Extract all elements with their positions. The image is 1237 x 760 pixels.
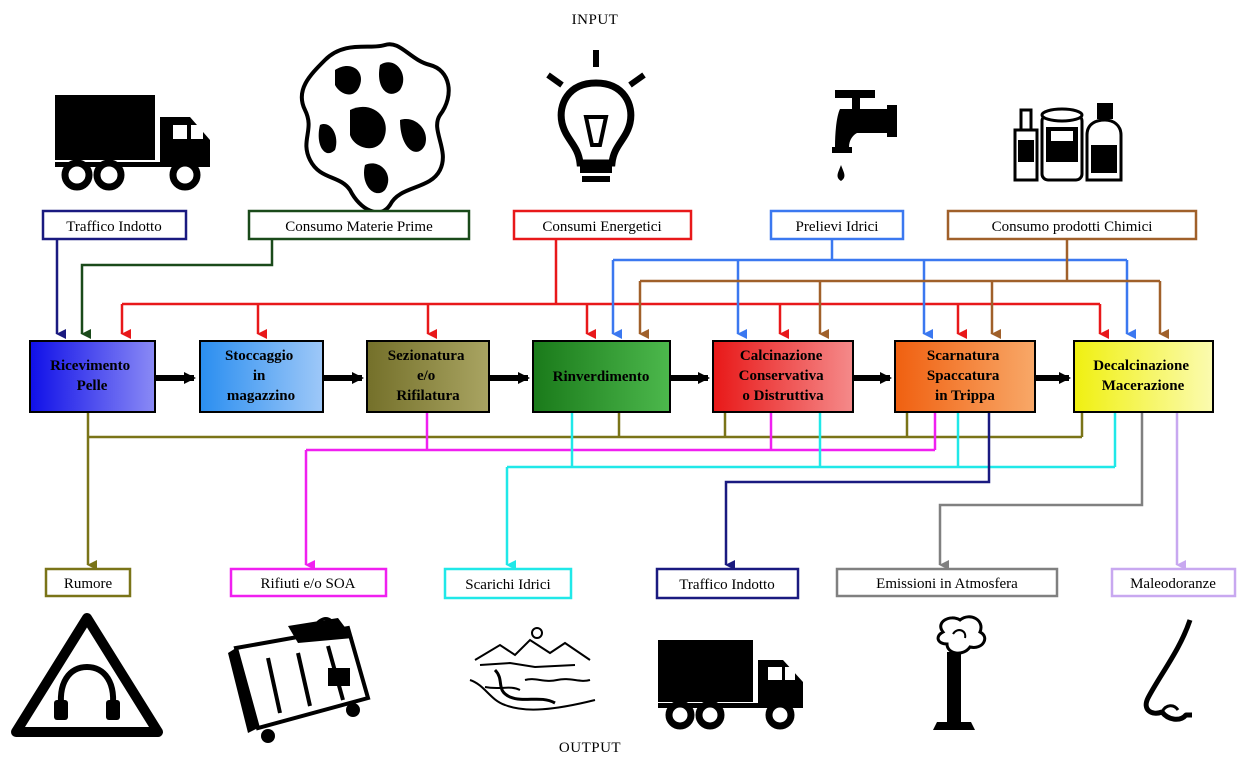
step-ricevimento-line-2: Pelle (77, 378, 108, 394)
input-box-idrici: Prelievi Idrici (769, 209, 905, 241)
step-sezionatura-line-2: e/o (417, 368, 435, 384)
connector-idrici (611, 239, 1136, 339)
ear-protection-sign-icon (11, 613, 163, 737)
step-decalcinazione-line-2: Macerazione (1102, 378, 1185, 394)
step-calcinazione: Calcinazione Conservativa o Distruttiva (712, 340, 854, 413)
input-label-traffico: Traffico Indotto (66, 219, 161, 235)
step-stoccaggio-line-1: Stoccaggio (225, 348, 293, 364)
input-heading: INPUT (572, 12, 619, 28)
output-box-maleodoranze: Maleodoranze (1110, 567, 1237, 598)
svg-text:Sezionatura e/o Ri: Sezionatura e/o Rifilatura (388, 348, 468, 404)
svg-text:Decalcinazione Macerazio: Decalcinazione Macerazione (1093, 358, 1193, 394)
step-stoccaggio-line-2: in (253, 368, 266, 384)
step-stoccaggio-line-3: magazzino (227, 388, 295, 404)
connector-chimici (638, 239, 1169, 339)
input-box-materie-prime: Consumo Materie Prime (247, 209, 471, 241)
svg-text:Calcinazione Conservativ: Calcinazione Conservativa o Distruttiva (739, 348, 828, 404)
input-box-chimici: Consumo prodotti Chimici (946, 209, 1198, 241)
chimney-smoke-icon (933, 615, 987, 730)
output-label-traffico: Traffico Indotto (679, 577, 774, 593)
step-scarnatura: Scarnatura Spaccatura in Trippa (894, 340, 1036, 413)
step-sezionatura: Sezionatura e/o Rifilatura (366, 340, 490, 413)
step-scarnatura-line-1: Scarnatura (927, 348, 1000, 364)
step-ricevimento: Ricevimento Pelle (29, 340, 156, 413)
output-box-rumore: Rumore (44, 567, 132, 598)
connector-emissioni (938, 412, 1144, 570)
step-ricevimento-line-1: Ricevimento (50, 358, 130, 374)
dumpster-icon (228, 617, 371, 743)
step-stoccaggio: Stoccaggio in magazzino (199, 340, 324, 413)
connector-rumore (86, 412, 1084, 570)
step-calcinazione-line-3: o Distruttiva (742, 388, 824, 404)
connector-rifiuti (304, 412, 937, 570)
output-label-maleodoranze: Maleodoranze (1130, 576, 1216, 592)
connector-scarichi (505, 412, 1117, 570)
svg-text:Stoccaggio in maga: Stoccaggio in magazzino (225, 348, 297, 404)
input-box-traffico: Traffico Indotto (41, 209, 188, 241)
svg-text:Rinverdimento: Rinverdimento (553, 369, 650, 385)
step-decalcinazione-line-1: Decalcinazione (1093, 358, 1189, 374)
input-label-chimici: Consumo prodotti Chimici (992, 219, 1153, 235)
input-label-energetici: Consumi Energetici (542, 219, 661, 235)
output-label-scarichi: Scarichi Idrici (465, 577, 550, 593)
input-label-idrici: Prelievi Idrici (796, 219, 879, 235)
step-calcinazione-line-2: Conservativa (739, 368, 824, 384)
output-label-rifiuti: Rifiuti e/o SOA (260, 576, 355, 592)
output-heading: OUTPUT (559, 740, 621, 756)
input-box-energetici: Consumi Energetici (512, 209, 693, 241)
step-sezionatura-line-3: Rifilatura (396, 388, 460, 404)
cowhide-icon (299, 42, 451, 215)
input-label-materie-prime: Consumo Materie Prime (285, 219, 433, 235)
step-rinverdimento-line-1: Rinverdimento (553, 369, 650, 385)
svg-text:Scarnatura Spaccatura: Scarnatura Spaccatura in Trippa (927, 348, 1003, 404)
output-box-scarichi: Scarichi Idrici (443, 567, 573, 600)
connector-energetici (120, 239, 1109, 339)
nose-icon (1143, 619, 1193, 722)
lightbulb-icon (546, 50, 646, 182)
output-label-rumore: Rumore (64, 576, 113, 592)
connector-traffico-out (724, 412, 991, 570)
output-box-traffico: Traffico Indotto (655, 567, 800, 600)
svg-text:Ricevimento Pelle: Ricevimento Pelle (50, 358, 134, 394)
faucet-icon (832, 90, 897, 181)
water-discharge-icon (469, 627, 596, 711)
output-label-emissioni: Emissioni in Atmosfera (876, 576, 1018, 592)
truck-icon (55, 95, 210, 191)
step-sezionatura-line-1: Sezionatura (388, 348, 465, 364)
connector-materie-prime (80, 239, 274, 339)
step-scarnatura-line-3: in Trippa (935, 388, 995, 404)
output-box-rifiuti: Rifiuti e/o SOA (229, 567, 388, 598)
step-scarnatura-line-2: Spaccatura (927, 368, 1000, 384)
step-calcinazione-line-1: Calcinazione (740, 348, 823, 364)
step-rinverdimento: Rinverdimento (532, 340, 671, 413)
truck-icon (658, 640, 803, 730)
chemical-bottles-icon (1013, 103, 1123, 182)
step-decalcinazione: Decalcinazione Macerazione (1073, 340, 1214, 413)
output-box-emissioni: Emissioni in Atmosfera (835, 567, 1059, 598)
